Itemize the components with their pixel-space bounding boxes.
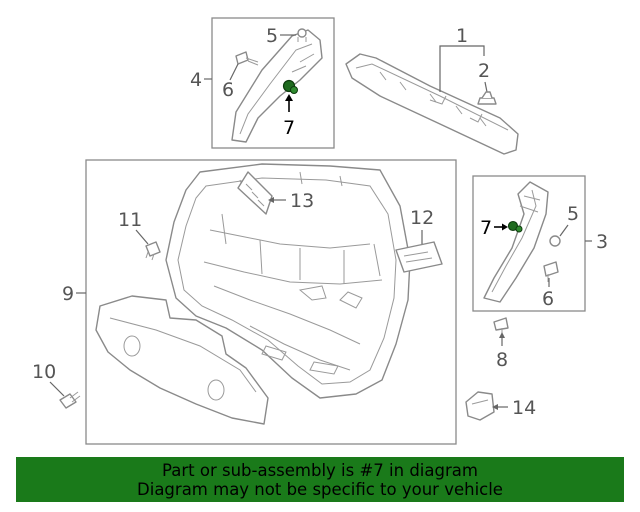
banner-line-1: Part or sub-assembly is #7 in diagram	[162, 461, 478, 480]
callout-6-right: 6	[542, 288, 554, 310]
callout-2: 2	[478, 60, 490, 82]
pillar-trim-left	[231, 29, 323, 143]
clip-5-right	[549, 235, 561, 247]
callout-8: 8	[496, 349, 508, 371]
callout-1: 1	[456, 25, 468, 47]
cover-12	[395, 241, 443, 273]
liftgate-inner-trim	[165, 163, 411, 399]
callout-13: 13	[290, 190, 314, 212]
callout-3: 3	[596, 231, 608, 253]
pillar-trim-right	[483, 181, 549, 303]
bracket-13	[237, 171, 273, 215]
callout-5-upper: 5	[266, 25, 278, 47]
callout-9: 9	[62, 283, 74, 305]
screw-10	[59, 391, 81, 409]
callout-6-upper: 6	[222, 79, 234, 101]
group-box-9	[85, 159, 457, 445]
group-box-4	[211, 17, 335, 149]
banner-line-2: Diagram may not be specific to your vehi…	[137, 480, 503, 499]
callout-14: 14	[512, 397, 536, 419]
group-box-3	[472, 175, 586, 312]
clip-2	[477, 91, 497, 105]
callout-11: 11	[118, 209, 142, 231]
screw-8	[493, 317, 509, 334]
callout-10: 10	[32, 361, 56, 383]
highlighted-part-7-right	[507, 220, 523, 233]
info-banner: Part or sub-assembly is #7 in diagram Di…	[16, 457, 624, 502]
cover-14	[465, 391, 495, 421]
highlighted-part-7-upper	[282, 79, 298, 94]
callout-7-right: 7	[480, 217, 492, 239]
screw-6-right	[543, 261, 559, 282]
clip-11	[145, 241, 161, 261]
cargo-mat-panel	[95, 295, 269, 425]
callout-12: 12	[410, 207, 434, 229]
callout-5-right: 5	[567, 203, 579, 225]
callout-7-upper: 7	[283, 117, 295, 139]
parts-diagram: 7 4 5 6 1 2 9	[32, 17, 608, 445]
clip-5-upper	[297, 28, 307, 42]
screw-6-upper	[235, 51, 259, 66]
callout-4: 4	[190, 69, 202, 91]
sill-plate-1	[345, 53, 519, 155]
